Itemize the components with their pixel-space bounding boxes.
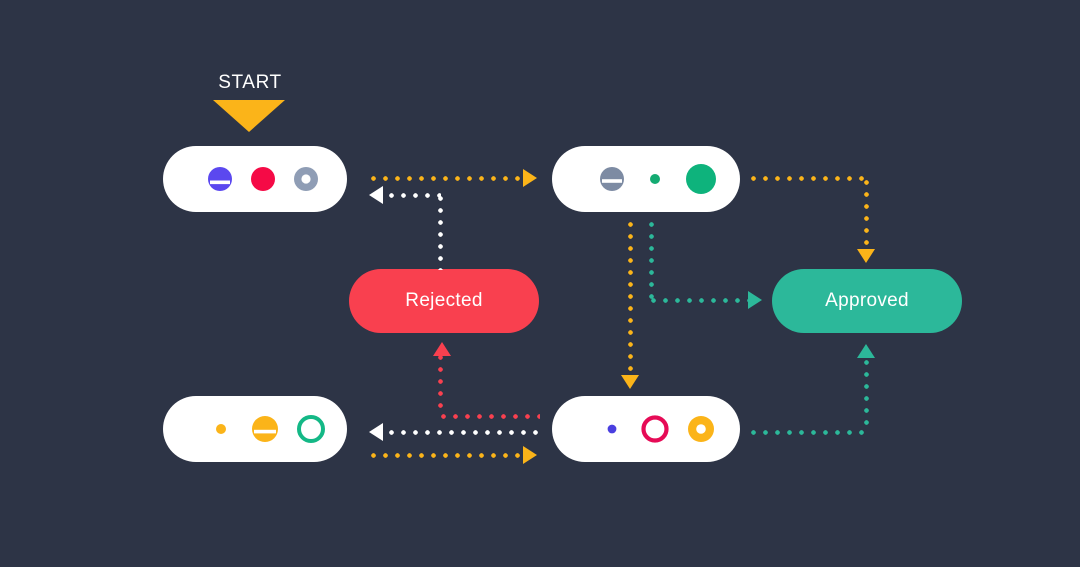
status-pill-approved[interactable]: Approved: [772, 269, 962, 333]
red-filled-circle-icon: [250, 166, 276, 192]
connector-bottomright-to-rejected-horizontal: [441, 414, 540, 419]
connector-rejected-to-topleft-arrowhead: [369, 186, 383, 204]
connector-topright-to-approved-teal-arrowhead: [748, 291, 762, 309]
bottom-right-node[interactable]: [552, 396, 740, 462]
grey-donut-icon: [293, 166, 319, 192]
connector-topright-to-approved-arrowhead: [857, 249, 875, 263]
green-small-dot-icon: [642, 166, 668, 192]
status-pill-rejected[interactable]: Rejected: [349, 269, 539, 333]
connector-topright-to-approved-vertical: [864, 180, 869, 250]
green-large-circle-icon: [685, 163, 717, 195]
connector-topright-to-bottomright-arrowhead: [621, 375, 639, 389]
connector-topright-to-approved-teal-horizontal: [651, 298, 748, 303]
connector-bottomleft-to-bottomright-arrowhead: [523, 446, 537, 464]
crimson-ring-icon: [640, 414, 670, 444]
top-left-node[interactable]: [163, 146, 347, 212]
connector-topleft-to-topright: [371, 176, 523, 181]
green-ring-icon: [296, 414, 326, 444]
grey-half-filled-circle-icon: [599, 166, 625, 192]
connector-bottomright-to-rejected-arrowhead: [433, 342, 451, 356]
top-right-node[interactable]: [552, 146, 740, 212]
blue-small-dot-icon: [601, 418, 623, 440]
connector-bottomright-to-approved-arrowhead: [857, 344, 875, 358]
start-arrow-icon: [213, 100, 285, 132]
status-pill-rejected-label: Rejected: [405, 290, 483, 311]
connector-bottomright-to-rejected-vertical: [438, 355, 443, 415]
connector-bottomright-to-approved-vertical: [864, 360, 869, 432]
purple-half-filled-circle-icon: [207, 166, 233, 192]
connector-bottomright-to-bottomleft-arrowhead: [369, 423, 383, 441]
start-label: START: [218, 72, 282, 93]
connector-bottomright-to-approved-horizontal: [751, 430, 869, 435]
orange-donut-icon: [687, 415, 715, 443]
connector-rejected-to-topleft-vertical: [438, 196, 443, 270]
connector-bottomleft-to-bottomright: [371, 453, 523, 458]
connector-topright-to-bottomright-vertical: [628, 222, 633, 377]
orange-half-filled-circle-icon: [251, 415, 279, 443]
status-pill-approved-label: Approved: [825, 290, 909, 311]
connector-topright-to-approved-top-horizontal: [751, 176, 869, 181]
connector-rejected-to-topleft-horizontal: [389, 193, 441, 198]
bottom-left-node[interactable]: [163, 396, 347, 462]
connector-topleft-to-topright-arrowhead: [523, 169, 537, 187]
connector-topright-to-approved-teal-vertical: [649, 222, 654, 300]
connector-bottomright-to-bottomleft: [389, 430, 541, 435]
orange-small-dot-icon: [208, 416, 234, 442]
